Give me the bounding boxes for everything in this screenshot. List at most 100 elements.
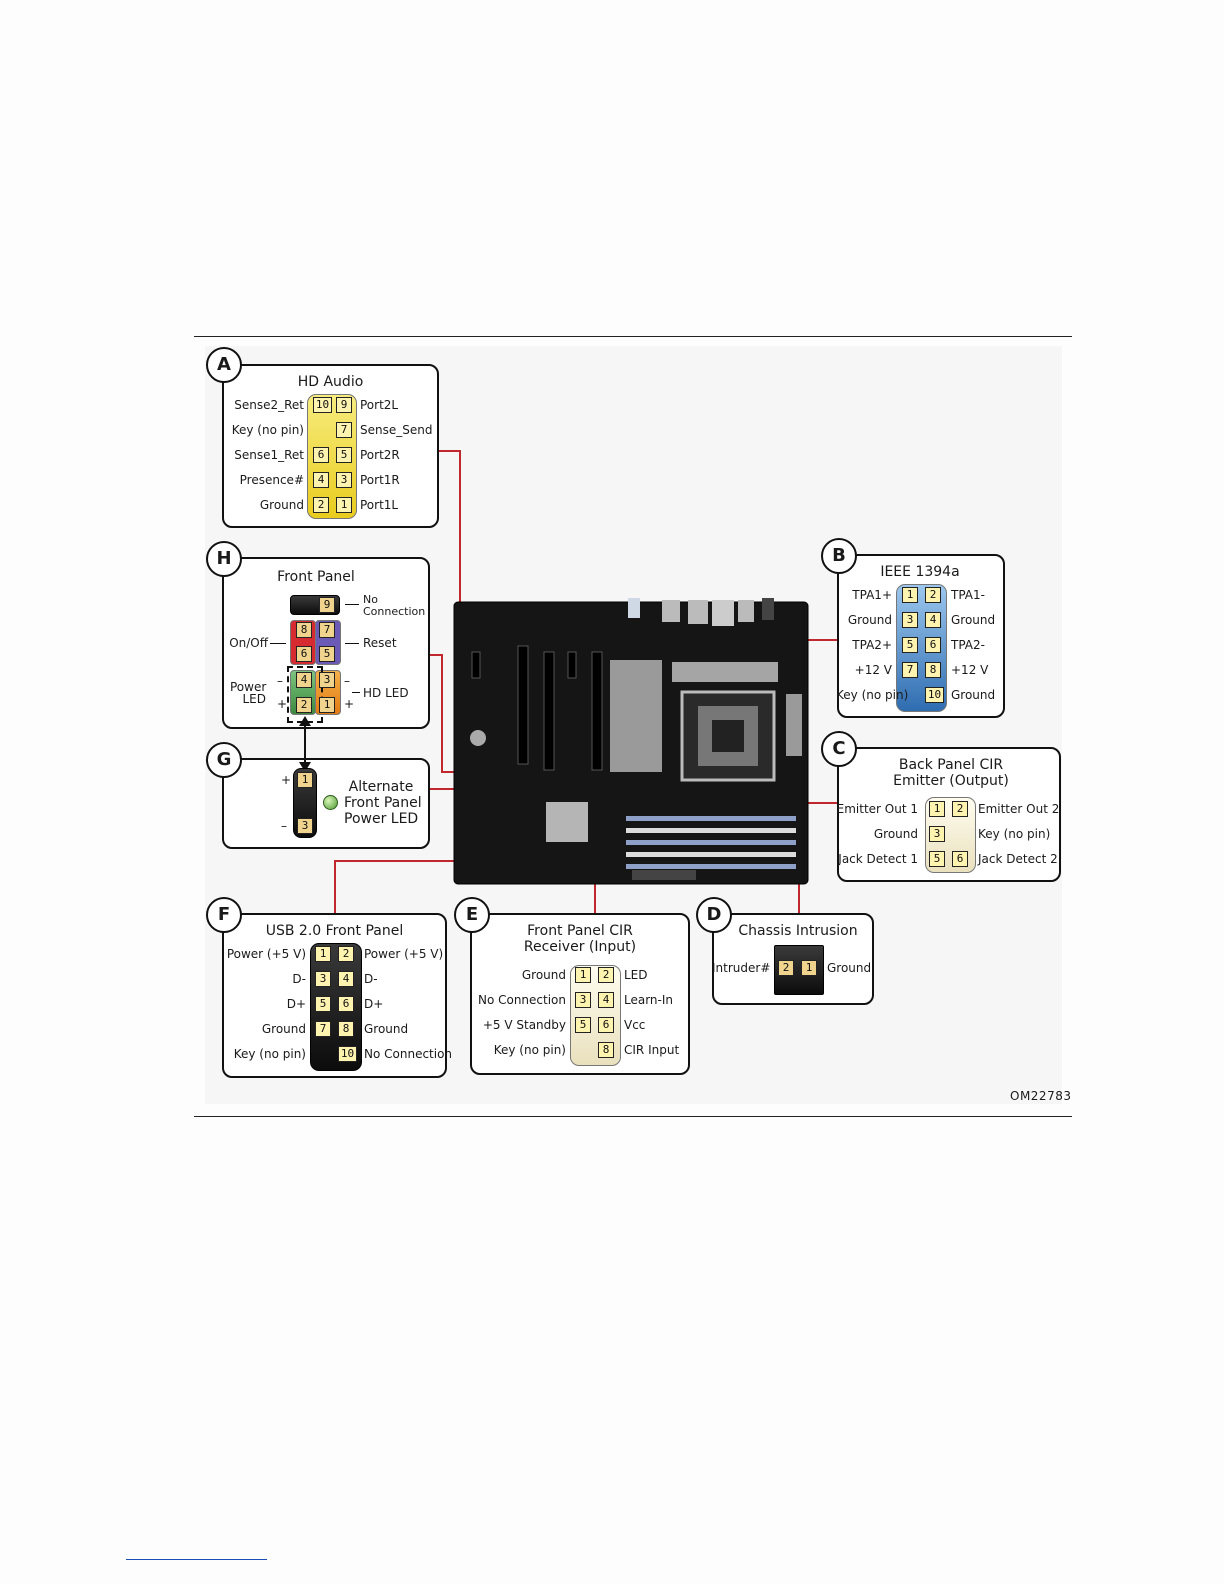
pin-1: 1 <box>801 960 817 976</box>
pin-5: 5 <box>319 646 335 662</box>
pin-row-right-label: D- <box>364 972 378 986</box>
pin-cell: 3 <box>315 971 331 987</box>
pin-row-right-label: Key (no pin) <box>978 827 1051 841</box>
pin-cell: 5 <box>575 1017 591 1033</box>
leader-tick <box>345 604 359 605</box>
panel-title: IEEE 1394a <box>880 564 960 580</box>
pin-8: 8 <box>296 622 312 638</box>
pin-cell: 2 <box>313 497 329 513</box>
pin-row-left-label: TPA2+ <box>852 638 892 652</box>
pin-cell: 7 <box>315 1021 331 1037</box>
reset-label: Reset <box>363 636 397 650</box>
pin-row-right-label: +12 V <box>951 663 989 677</box>
pin-cell: 6 <box>925 637 941 653</box>
pin-row-right-label: Vcc <box>624 1018 646 1032</box>
no-connection-label-line2: Connection <box>363 605 426 618</box>
pin-row-right-label: Power (+5 V) <box>364 947 444 961</box>
panel-title-line1: Front Panel CIR <box>527 923 633 939</box>
pin-cell: 3 <box>575 992 591 1008</box>
pin-row-left-label: +5 V Standby <box>482 1018 566 1032</box>
panel-title-line2: Emitter (Output) <box>893 773 1009 789</box>
leader-tick <box>270 643 286 644</box>
pin-9: 9 <box>319 597 335 613</box>
pin-cell: 10 <box>313 397 332 413</box>
pin-7: 7 <box>319 622 335 638</box>
alt-led-line3: Power LED <box>344 811 419 827</box>
pin-1: 1 <box>319 697 335 713</box>
pin-row-right-label: TPA1- <box>951 588 985 602</box>
pin-row-left-label: Sense2_Ret <box>234 398 304 412</box>
onoff-label: On/Off <box>229 636 268 650</box>
pin-cell: 5 <box>929 851 945 867</box>
no-connection-label-line1: No <box>363 593 378 606</box>
plus-label: + <box>281 773 292 787</box>
pin-row-right-label: Port2R <box>360 448 400 462</box>
pin-cell: 5 <box>902 637 918 653</box>
pin-4: 4 <box>296 672 312 688</box>
pin-cell: 6 <box>598 1017 614 1033</box>
pin-row-right-label: Ground <box>951 688 996 702</box>
pin-row-right-label: Port1R <box>360 473 400 487</box>
pin-row-right-label: LED <box>624 968 648 982</box>
panel-title-line1: Back Panel CIR <box>898 757 1004 773</box>
pin-row-left-label: Ground <box>259 498 304 512</box>
pin-cell: 5 <box>315 996 331 1012</box>
pin-row-right-label: Ground <box>364 1022 409 1036</box>
pin-row-right-label: Jack Detect 2 <box>978 852 1058 866</box>
panel-title: HD Audio <box>297 374 364 390</box>
pin-row-left-label: Key (no pin) <box>231 423 304 437</box>
pin-row-left-label: Ground <box>521 968 566 982</box>
hd-led-minus: – <box>344 674 350 688</box>
led-icon <box>323 795 338 810</box>
pin-row-right-label: Learn-In <box>624 993 674 1007</box>
pin-cell: 3 <box>336 472 352 488</box>
pin-cell: 8 <box>338 1021 354 1037</box>
pin-row-left-label: Emitter Out 1 <box>836 802 918 816</box>
minus-label: – <box>281 819 287 833</box>
pin-row-left-label: Power (+5 V) <box>226 947 306 961</box>
pin-cell: 1 <box>929 801 945 817</box>
pin-2: 2 <box>296 697 312 713</box>
callout-badge-e: E <box>454 897 490 933</box>
ground-label: Ground <box>827 961 872 975</box>
pin-cell: 5 <box>336 447 352 463</box>
panel-title: Chassis Intrusion <box>738 923 858 939</box>
bottom-rule <box>194 1116 1072 1117</box>
power-led-label-line2: LED <box>242 692 266 706</box>
pin-3: 3 <box>297 818 313 834</box>
alt-led-line2: Front Panel <box>344 795 422 811</box>
pin-cell: 4 <box>598 992 614 1008</box>
pin-2: 2 <box>778 960 794 976</box>
motherboard-illustration <box>453 598 809 885</box>
pin-cell: 4 <box>925 612 941 628</box>
callout-badge-h: H <box>206 541 242 577</box>
pin-row-right-label: Emitter Out 2 <box>978 802 1060 816</box>
callout-badge-a: A <box>206 347 242 383</box>
pin-cell: 9 <box>336 397 352 413</box>
pin-cell: 10 <box>925 687 944 703</box>
pin-row-left-label: D- <box>292 972 306 986</box>
power-led-minus: – <box>277 674 283 688</box>
leader-tick <box>345 643 359 644</box>
pin-cell: 6 <box>313 447 329 463</box>
pin-row-right-label: Port2L <box>360 398 399 412</box>
pin-cell: 3 <box>929 826 945 842</box>
pin-row-left-label: TPA1+ <box>852 588 892 602</box>
pin-cell: 1 <box>902 587 918 603</box>
pin-row-left-label: No Connection <box>477 993 566 1007</box>
alt-led-line1: Alternate <box>348 779 414 795</box>
panel-chassis-intrusion: Chassis Intrusion <box>712 913 874 1005</box>
dimm-slots <box>626 816 796 869</box>
pin-row-left-label: Key (no pin) <box>233 1047 306 1061</box>
pin-cell: 2 <box>598 967 614 983</box>
pcie-slots <box>471 645 603 771</box>
hd-led-label: HD LED <box>363 686 409 700</box>
pin-row-left-label: Jack Detect 1 <box>838 852 918 866</box>
pin-row-right-label: Ground <box>951 613 996 627</box>
pin-cell: 2 <box>338 946 354 962</box>
pin-row-right-label: CIR Input <box>624 1043 680 1057</box>
power-led-label-line1: Power <box>230 680 267 694</box>
pin-6: 6 <box>296 646 312 662</box>
power-led-plus: + <box>277 697 288 711</box>
pin-cell: 7 <box>902 662 918 678</box>
